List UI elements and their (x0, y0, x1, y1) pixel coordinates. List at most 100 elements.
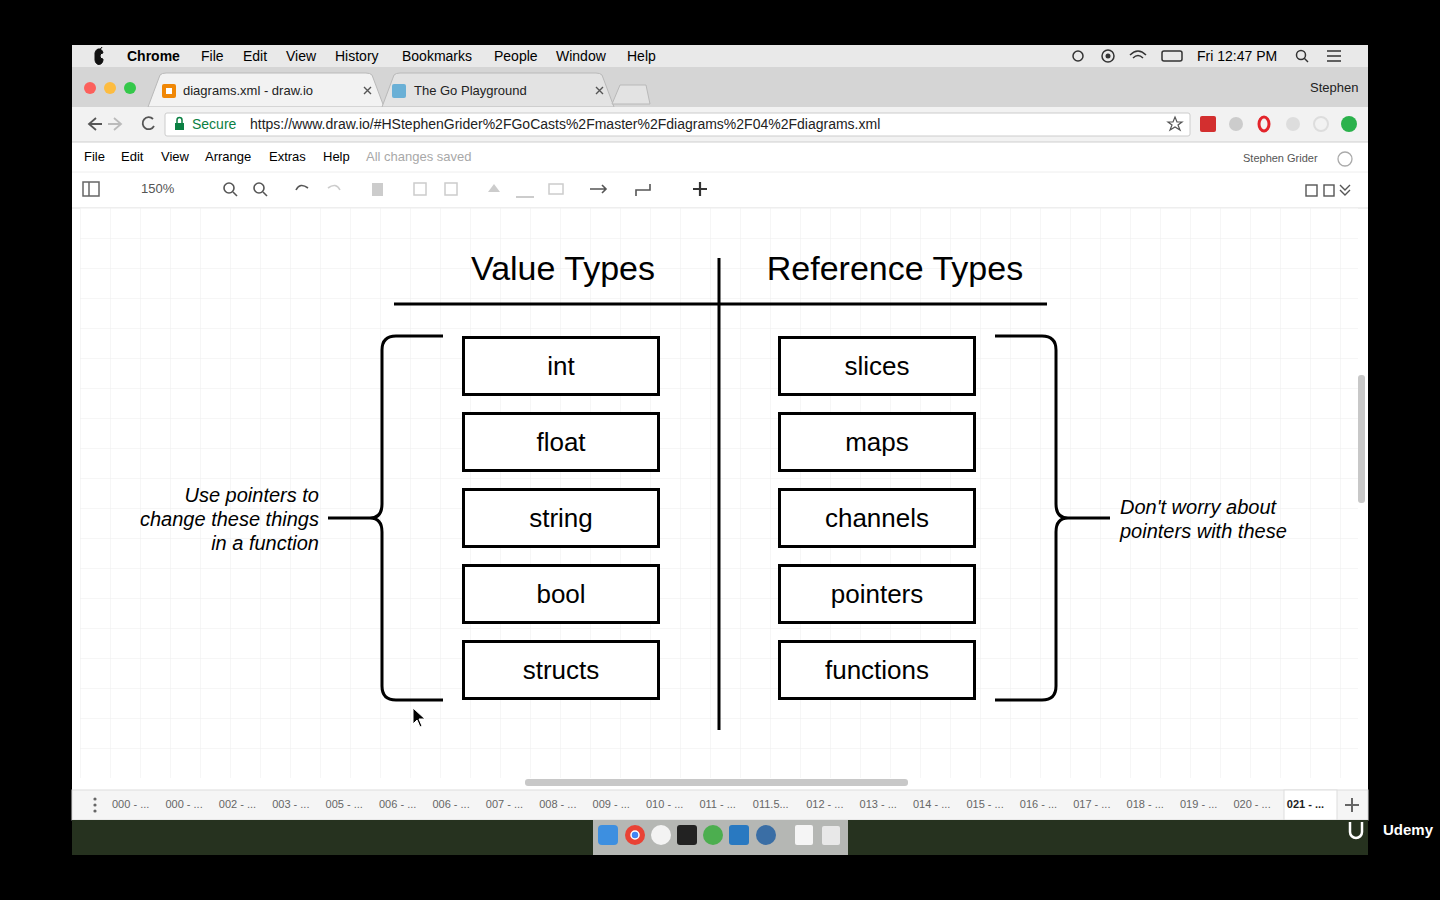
chrome-address-bar (72, 107, 1368, 142)
page-tab: 005 - ... (326, 798, 363, 811)
type-name: maps (845, 427, 909, 458)
drawio-menu-toolbar (488, 184, 500, 192)
desktop-dock (756, 825, 776, 845)
url: https://www.draw.io/#HStephenGrider%2FGo… (250, 116, 880, 133)
page-tab: 015 - ... (966, 798, 1003, 811)
mac-menu-bar (72, 45, 1368, 67)
page-tab-bar (93, 809, 96, 812)
page-tab-bar (1345, 798, 1359, 812)
chrome-tab-bar (72, 67, 1368, 107)
page-tab: 020 - ... (1233, 798, 1270, 811)
page-tab: 007 - ... (486, 798, 523, 811)
type-name: structs (523, 655, 600, 686)
menu-item: View (161, 149, 189, 165)
page-tab-bar (72, 790, 1368, 820)
page-tab: 006 - ... (379, 798, 416, 811)
desktop-dock (822, 826, 840, 845)
page-tab: 018 - ... (1127, 798, 1164, 811)
drawio-menu-toolbar (328, 185, 340, 190)
chrome-tab-bar (392, 84, 406, 98)
page-tab-bar (93, 797, 96, 800)
callout-note: Don't worry about pointers with these (1120, 495, 1310, 543)
chrome-address-bar (1200, 116, 1216, 132)
menu-item: Arrange (205, 149, 251, 165)
menu-item: Edit (243, 48, 267, 65)
type-name: float (536, 427, 585, 458)
clock: Fri 12:47 PM (1197, 48, 1277, 65)
page-tab: 000 - ... (165, 798, 202, 811)
menu-item: Extras (269, 149, 306, 165)
diagram-lines (394, 303, 1047, 306)
mac-menu-bar (1327, 51, 1341, 61)
chrome-address-bar (1341, 116, 1357, 132)
secure-badge: Secure (192, 116, 236, 133)
drawio-menu-toolbar (1338, 152, 1352, 166)
chrome-tab-bar (382, 73, 614, 107)
callout-note: Use pointers to change these things in a… (124, 483, 319, 555)
type-box: maps (778, 412, 976, 472)
diagram-lines (328, 258, 1110, 730)
type-box: float (462, 412, 660, 472)
drawio-menu-toolbar (516, 196, 534, 198)
page-tab: 011 - ... (699, 798, 735, 811)
type-name: channels (825, 503, 929, 534)
page-tab-bar (72, 790, 1368, 820)
menu-item: Bookmarks (402, 48, 472, 65)
drawio-menu-toolbar (590, 185, 606, 193)
chrome-address-bar (143, 117, 154, 129)
drawio-menu-toolbar (445, 183, 457, 195)
diagram-lines (1068, 517, 1110, 520)
desktop-dock (729, 825, 749, 845)
column-heading: Value Types (471, 248, 655, 289)
chrome-address-bar (108, 118, 121, 130)
save-status: All changes saved (366, 149, 472, 165)
chrome-address-bar (1314, 117, 1328, 131)
chrome-address-bar (1168, 117, 1182, 130)
chrome-tab-bar (104, 82, 116, 94)
desktop-dock (625, 825, 645, 845)
scrollbar (1358, 375, 1365, 503)
desktop-dock (795, 825, 813, 845)
page-tab: 003 - ... (272, 798, 309, 811)
desktop-dock (677, 825, 697, 845)
desktop-dock (1350, 822, 1362, 838)
mouse-cursor (413, 708, 425, 727)
menu-item: History (335, 48, 379, 65)
desktop-dock (72, 820, 1368, 855)
page-tab: 011.5... (753, 798, 789, 811)
type-box: structs (462, 640, 660, 700)
page-tab: 006 - ... (432, 798, 469, 811)
drawio-menu-toolbar (1340, 185, 1350, 195)
page-tab: 009 - ... (593, 798, 630, 811)
page-tab: 021 - ... (1287, 798, 1324, 811)
zoom-level: 150% (141, 181, 174, 197)
menu-item: View (286, 48, 316, 65)
watermark: Udemy (1383, 821, 1433, 839)
mac-menu-bar (1106, 54, 1111, 59)
type-name: pointers (831, 579, 924, 610)
drawio-menu-toolbar (88, 182, 90, 196)
drawio-menu-toolbar (372, 183, 383, 196)
tab-title: The Go Playground (414, 83, 527, 99)
diagram-lines (328, 517, 370, 520)
screenshot (72, 45, 1368, 855)
app-menu: Chrome (127, 48, 180, 65)
type-box: pointers (778, 564, 976, 624)
page-tab: 012 - ... (806, 798, 843, 811)
type-name: bool (536, 579, 585, 610)
drawio-menu-toolbar (224, 183, 234, 193)
menu-item: Help (323, 149, 350, 165)
drawio-menu-toolbar (414, 183, 426, 195)
page-tab: 002 - ... (219, 798, 256, 811)
drawio-menu-toolbar (72, 143, 1368, 208)
chrome-tab-bar (124, 82, 136, 94)
chrome-tab-bar (364, 87, 371, 94)
menu-item: File (84, 149, 105, 165)
type-box: functions (778, 640, 976, 700)
mac-menu-bar (1162, 51, 1182, 61)
drawio-menu-toolbar (72, 172, 1368, 173)
type-box: string (462, 488, 660, 548)
chrome-address-bar (177, 118, 182, 124)
